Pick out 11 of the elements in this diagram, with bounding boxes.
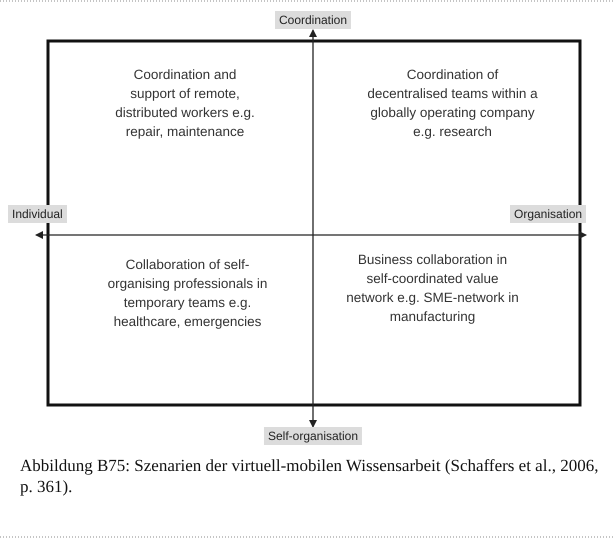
quadrant-text: Collaboration of self-organising professionals in temporary teams e.g. healthcare, emergencies [100,255,275,331]
axis-arrow [35,231,588,239]
axis-label: Coordination [274,11,352,29]
axis-arrow [309,29,317,428]
axis-label: Individual [8,205,67,223]
quadrant-text: Coordination and support of remote, distributed workers e.g. repair, maintenance [110,65,260,141]
quadrant-text: Coordination of decentralised teams within a globally operating company e.g. research [365,65,540,141]
axis-label: Organisation [510,205,586,223]
axis-label: Self-organisation [264,427,362,445]
figure-caption: Abbildung B75: Szenarien der virtuell-mobilen Wissensarbeit (Schaffers et al., 2006, p. 361). [20,455,600,497]
quadrant-text: Business collaboration in self-coordinated value network e.g. SME-network in manufacturing [345,250,520,326]
